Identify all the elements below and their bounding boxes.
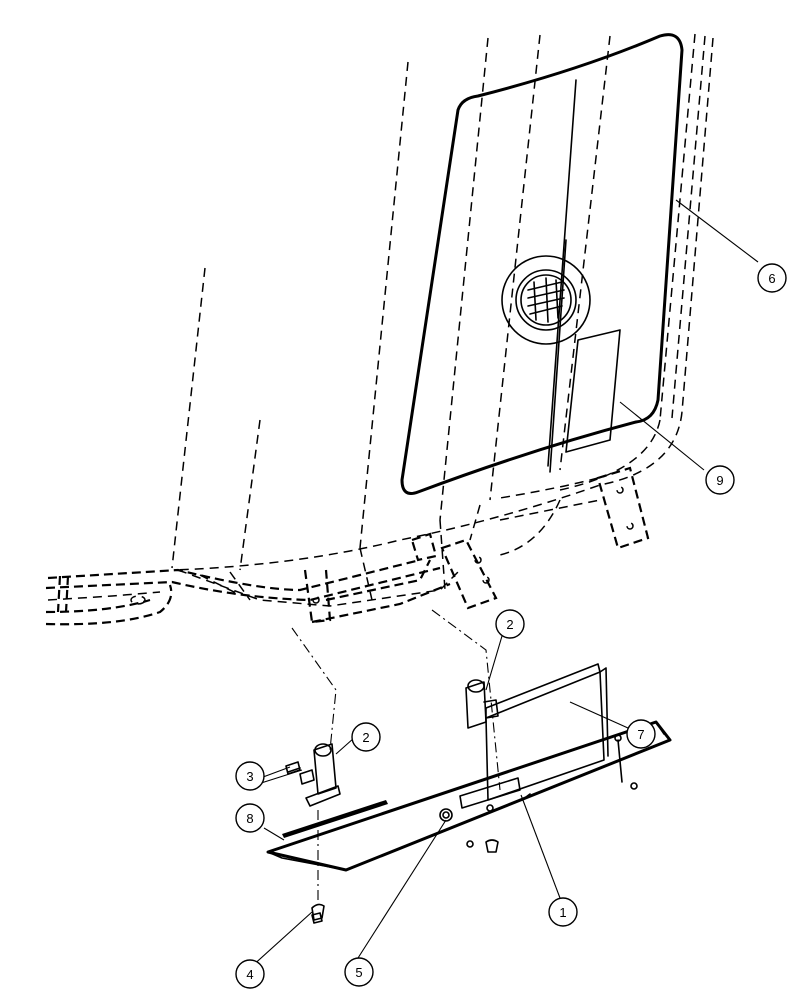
callout-6: 6 — [757, 263, 787, 293]
callout-3: 3 — [235, 761, 265, 791]
callout-2-upper: 2 — [495, 609, 525, 639]
callout-4: 4 — [235, 959, 265, 989]
hinge-upper — [465, 679, 499, 729]
svg-text:3: 3 — [246, 769, 253, 784]
access-panel — [400, 33, 684, 495]
vent-icon — [501, 255, 591, 345]
phantom-housing — [171, 33, 714, 601]
callout-5: 5 — [344, 957, 374, 987]
leader-lines — [249, 199, 759, 969]
svg-text:1: 1 — [559, 905, 566, 920]
svg-text:8: 8 — [246, 811, 253, 826]
svg-text:4: 4 — [246, 967, 253, 982]
svg-text:2: 2 — [506, 617, 513, 632]
svg-text:6: 6 — [768, 271, 775, 286]
callout-9: 9 — [705, 465, 735, 495]
svg-text:7: 7 — [637, 727, 644, 742]
base-plate — [266, 720, 672, 872]
callout-7: 7 — [626, 719, 656, 749]
callout-2-lower: 2 — [351, 722, 381, 752]
svg-text:2: 2 — [362, 730, 369, 745]
callout-1: 1 — [548, 897, 578, 927]
svg-text:5: 5 — [355, 965, 362, 980]
phantom-frame — [45, 466, 650, 626]
hinge-lower — [287, 743, 341, 807]
upright-plate — [485, 663, 609, 801]
svg-text:9: 9 — [716, 473, 723, 488]
center-lines — [291, 609, 501, 905]
callout-8: 8 — [235, 803, 265, 833]
